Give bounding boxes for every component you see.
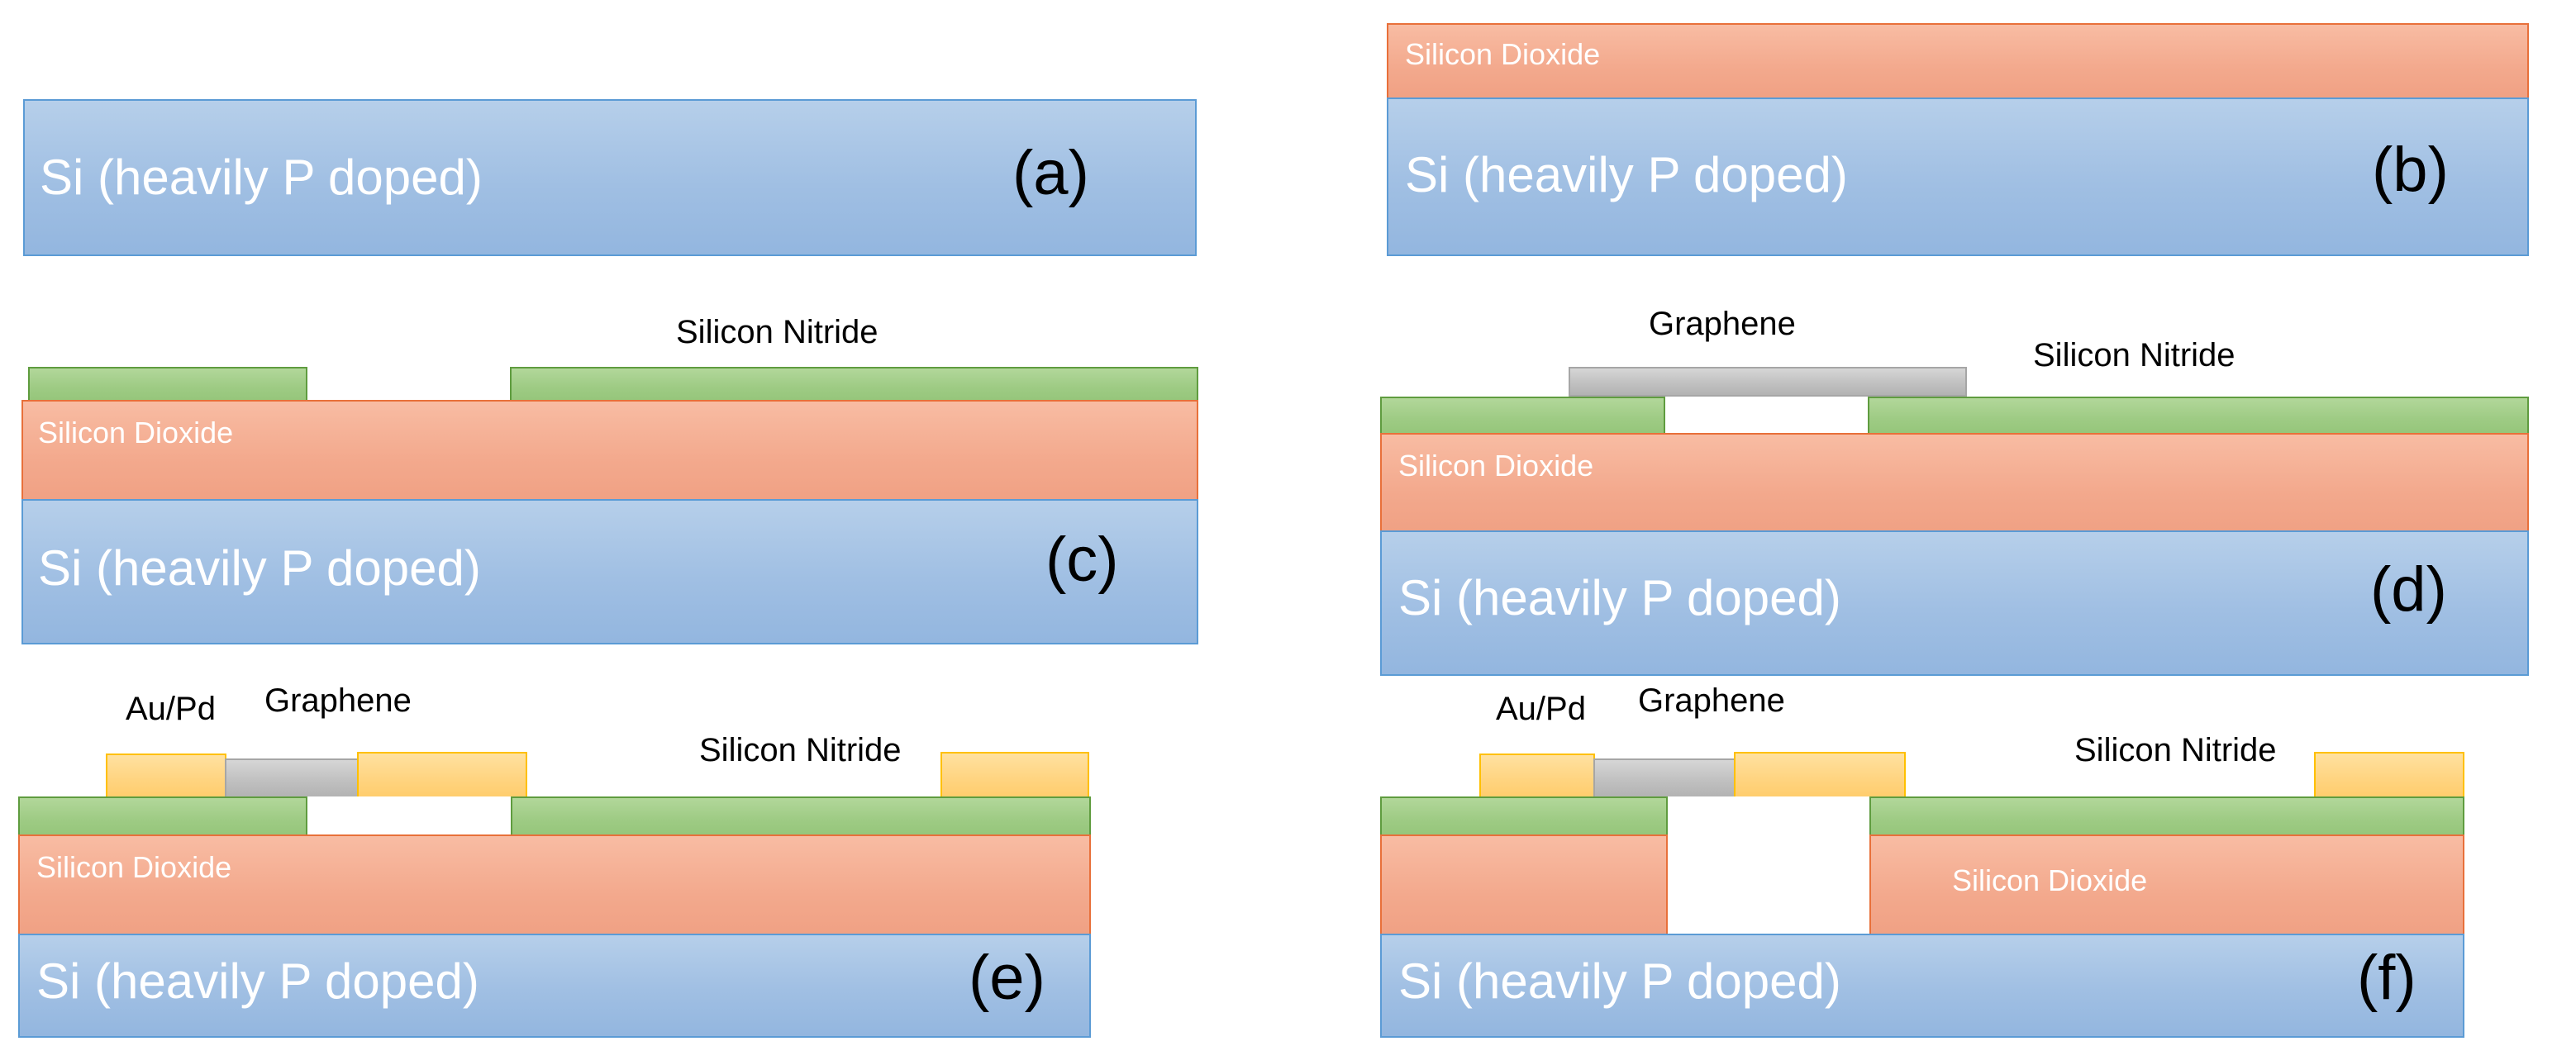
panel-f-metal-pad-2 [1734, 752, 1906, 798]
panel-e-metal-pad-1 [106, 754, 226, 798]
panel-b-silicon-label: Si (heavily P doped) [1405, 147, 1848, 202]
panel-a: Si (heavily P doped) (a) [0, 0, 1289, 273]
panel-c: Silicon Nitride Silicon Dioxide Si (heav… [0, 297, 1289, 644]
panel-d-tag: (d) [2370, 554, 2447, 625]
panel-d-graphene-callout: Graphene [1649, 306, 1796, 342]
panel-f: Au/Pd Graphene Silicon Nitride Silicon D… [1380, 669, 2576, 1046]
panel-e-nitride-callout: Silicon Nitride [699, 732, 902, 768]
panel-e-metal-pad-2 [357, 752, 527, 798]
panel-c-nitride-callout: Silicon Nitride [676, 314, 879, 350]
panel-c-oxide-label: Silicon Dioxide [38, 416, 234, 449]
panel-c-tag: (c) [1045, 525, 1119, 595]
panel-f-nitride-callout: Silicon Nitride [2074, 732, 2277, 768]
panel-e-graphene-layer [225, 758, 359, 798]
panel-f-silicon-layer [1380, 934, 2464, 1038]
panel-b-tag: (b) [2372, 135, 2449, 205]
panel-e-oxide-layer [18, 834, 1091, 935]
panel-f-oxide-right [1869, 834, 2464, 935]
panel-f-nitride-left [1380, 796, 1668, 836]
panel-f-silicon-label: Si (heavily P doped) [1398, 953, 1841, 1009]
panel-e-silicon-label: Si (heavily P doped) [36, 953, 479, 1009]
panel-c-silicon-layer [21, 499, 1198, 644]
panel-f-metal-callout: Au/Pd [1496, 691, 1586, 727]
panel-f-graphene-callout: Graphene [1638, 682, 1785, 719]
panel-d-silicon-label: Si (heavily P doped) [1398, 570, 1841, 625]
panel-d-graphene-layer [1569, 367, 1967, 397]
panel-b-oxide-layer [1387, 23, 2529, 99]
panel-e-silicon-layer [18, 934, 1091, 1038]
panel-e-nitride-left [18, 796, 307, 836]
panel-b: Silicon Dioxide Si (heavily P doped) (b) [1380, 0, 2576, 273]
panel-d-nitride-gap [1665, 397, 1868, 435]
panel-e-nitride-gap [307, 796, 511, 836]
panel-f-graphene-layer [1593, 758, 1736, 798]
panel-d-oxide-layer [1380, 433, 2529, 532]
panel-b-oxide-label: Silicon Dioxide [1405, 37, 1601, 71]
panel-a-silicon-label: Si (heavily P doped) [40, 150, 483, 205]
panel-c-silicon-label: Si (heavily P doped) [38, 540, 481, 596]
panel-d-nitride-right [1868, 397, 2529, 435]
panel-e: Au/Pd Graphene Silicon Nitride Silicon D… [0, 669, 1289, 1046]
panel-f-oxide-label: Silicon Dioxide [1952, 863, 2148, 897]
panel-c-nitride-right [510, 367, 1198, 402]
panel-e-metal-pad-3 [940, 752, 1089, 798]
panel-c-oxide-layer [21, 400, 1198, 501]
panel-e-tag: (e) [969, 943, 1045, 1013]
panel-d: Graphene Silicon Nitride Silicon Dioxide… [1380, 297, 2576, 676]
panel-d-nitride-left [1380, 397, 1665, 435]
panel-d-nitride-callout: Silicon Nitride [2033, 337, 2236, 373]
panel-e-graphene-callout: Graphene [264, 682, 412, 719]
panel-f-metal-pad-1 [1479, 754, 1595, 798]
panel-b-silicon-layer [1387, 97, 2529, 256]
panel-d-oxide-label: Silicon Dioxide [1398, 449, 1594, 483]
panel-f-oxide-left [1380, 834, 1668, 935]
panel-f-tag: (f) [2357, 943, 2416, 1013]
panel-c-nitride-left [28, 367, 307, 402]
panel-e-metal-callout: Au/Pd [126, 691, 216, 727]
panel-a-tag: (a) [1012, 138, 1089, 208]
panel-f-nitride-right [1869, 796, 2464, 836]
panel-d-silicon-layer [1380, 530, 2529, 676]
panel-f-etched-cavity [1668, 796, 1869, 937]
panel-e-oxide-label: Silicon Dioxide [36, 850, 232, 884]
panel-f-metal-pad-3 [2314, 752, 2464, 798]
panel-a-silicon-layer [23, 99, 1197, 256]
panel-e-nitride-right [511, 796, 1091, 836]
